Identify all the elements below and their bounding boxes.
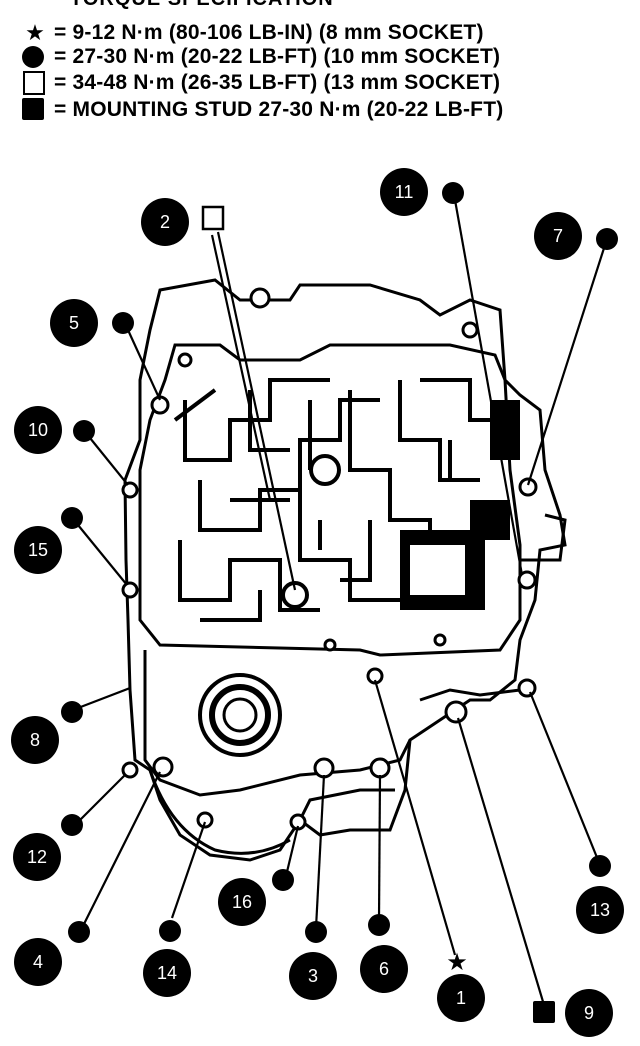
legend-text-star: = 9-12 N·m (80-106 LB-IN) (8 mm SOCKET) [54, 21, 484, 44]
svg-text:4: 4 [33, 952, 43, 972]
circle-marker-12 [61, 814, 83, 836]
legend-text-open-square: = 34-48 N·m (26-35 LB-FT) (13 mm SOCKET) [54, 71, 501, 94]
circle-marker-11 [442, 182, 464, 204]
circle-marker-7 [596, 228, 618, 250]
pump-seal [198, 673, 282, 757]
svg-text:1: 1 [456, 988, 466, 1008]
torque-legend: TORQUE SPECIFICATION ★ = 9-12 N·m (80-10… [0, 0, 640, 130]
filled-circle-icon [22, 46, 44, 68]
svg-text:12: 12 [27, 847, 47, 867]
callout-12: 12 [13, 833, 61, 881]
circle-marker-14 [159, 920, 181, 942]
callout-15: 15 [14, 526, 62, 574]
solid-square-marker [533, 1001, 555, 1023]
legend-row-star: ★ = 9-12 N·m (80-106 LB-IN) (8 mm SOCKET… [22, 20, 484, 46]
circle-marker-10 [73, 420, 95, 442]
svg-text:9: 9 [584, 1003, 594, 1023]
circle-marker-4 [68, 921, 90, 943]
callout-8: 8 [11, 716, 59, 764]
legend-row-circle: = 27-30 N·m (20-22 LB-FT) (10 mm SOCKET) [22, 44, 500, 70]
star-marker: ★ [446, 948, 468, 976]
circle-marker-6 [368, 914, 390, 936]
filled-square-icon [22, 98, 44, 120]
legend-row-solid-square: = MOUNTING STUD 27-30 N·m (20-22 LB-FT) [22, 97, 503, 123]
callout-6: 6 [360, 945, 408, 993]
callout-badges: 2 11 7 5 10 15 8 12 4 14 16 3 6 1 9 13 [11, 168, 624, 1037]
svg-text:14: 14 [157, 963, 177, 983]
solenoid-block [400, 400, 520, 610]
svg-text:13: 13 [590, 900, 610, 920]
svg-text:8: 8 [30, 730, 40, 750]
circle-marker-15 [61, 507, 83, 529]
svg-text:2: 2 [160, 212, 170, 232]
leader-lines [77, 199, 607, 1006]
svg-text:6: 6 [379, 959, 389, 979]
legend-row-open-square: = 34-48 N·m (26-35 LB-FT) (13 mm SOCKET) [22, 70, 500, 96]
callout-7: 7 [534, 212, 582, 260]
callout-10: 10 [14, 406, 62, 454]
callout-11: 11 [380, 168, 428, 216]
svg-text:3: 3 [308, 966, 318, 986]
svg-text:10: 10 [28, 420, 48, 440]
center-bore [309, 454, 341, 486]
svg-text:15: 15 [28, 540, 48, 560]
star-icon: ★ [25, 20, 45, 45]
callout-9: 9 [565, 989, 613, 1037]
circle-marker-5 [112, 312, 134, 334]
callout-14: 14 [143, 949, 191, 997]
open-square-marker [201, 205, 225, 231]
callout-13: 13 [576, 886, 624, 934]
circle-marker-16 [272, 869, 294, 891]
callout-symbols: ★ [61, 182, 618, 1023]
callout-16: 16 [218, 878, 266, 926]
svg-text:11: 11 [395, 182, 414, 202]
circle-marker-8 [61, 701, 83, 723]
svg-text:16: 16 [232, 892, 252, 912]
bolt-holes [121, 287, 538, 831]
callout-1: 1 [437, 974, 485, 1022]
callout-2: 2 [141, 198, 189, 246]
legend-text-circle: = 27-30 N·m (20-22 LB-FT) (10 mm SOCKET) [54, 45, 501, 68]
callout-4: 4 [14, 938, 62, 986]
bolt-hole-2 [281, 581, 309, 609]
case-outline [123, 278, 567, 862]
callout-3: 3 [289, 952, 337, 1000]
circle-marker-3 [305, 921, 327, 943]
circle-marker-13 [589, 855, 611, 877]
callout-5: 5 [50, 299, 98, 347]
svg-text:5: 5 [69, 313, 79, 333]
svg-text:7: 7 [553, 226, 563, 246]
legend-heading-truncated: TORQUE SPECIFICATION [70, 0, 334, 11]
open-square-icon [23, 71, 45, 95]
legend-text-solid-square: = MOUNTING STUD 27-30 N·m (20-22 LB-FT) [54, 98, 504, 121]
